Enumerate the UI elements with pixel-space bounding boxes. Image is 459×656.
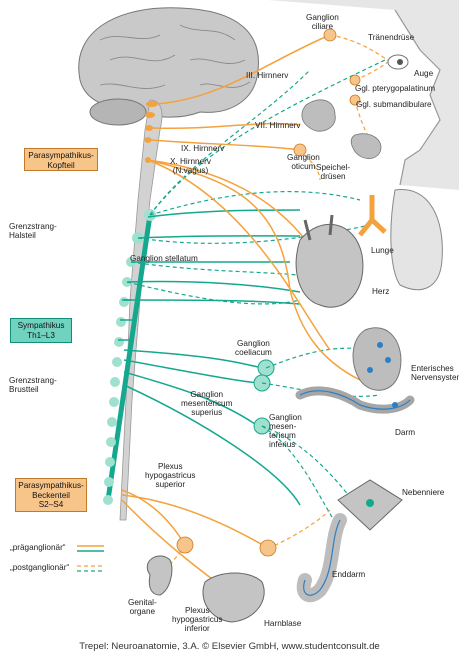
label-ggl-submandibulare: Ggl. submandibulare [356,100,432,109]
label-genitalorgane: Genital- organe [128,598,157,616]
eye-organ [388,55,408,69]
lung-organ [360,190,442,290]
legend-preganglionic: „präganglionär“ [10,543,66,552]
label-ganglion-oticum: Ganglion oticum [287,153,320,171]
genital-organs [147,556,172,595]
box-parasympathikus-beckenteil: Parasympathikus- Beckenteil S2–S4 [15,478,87,512]
brain [79,8,259,125]
label-enterisches-nervensystem: Enterisches Nervensystem [411,364,459,382]
label-nebenniere: Nebenniere [402,488,444,497]
rectum-organ [304,520,340,595]
label-traenendruese: Tränendrüse [368,33,414,42]
label-ganglion-ciliare: Ganglion ciliare [306,13,339,31]
box-parasympathikus-kopfteil: Parasympathikus- Kopfteil [24,148,98,171]
label-darm: Darm [395,428,415,437]
stomach-intestine [300,328,410,409]
label-ganglion-stellatum: Ganglion stellatum [130,254,198,263]
label-grenzstrang-brustteil: Grenzstrang- Brustteil [9,376,57,394]
label-hirnnerv-3: III. Hirnnerv [246,71,288,80]
label-ggl-pterygopalatinum: Ggl. pterygopalatinum [355,84,435,93]
label-grenzstrang-halsteil: Grenzstrang- Halsteil [9,222,57,240]
label-enddarm: Enddarm [332,570,365,579]
credit-line: Trepel: Neuroanatomie, 3.A. © Elsevier G… [0,641,459,652]
label-hirnnerv-7: VII. Hirnnerv [255,121,301,130]
label-lunge: Lunge [371,246,394,255]
label-harnblase: Harnblase [264,619,301,628]
box-sympathikus: Sympathikus Th1–L3 [10,318,72,343]
label-herz: Herz [372,287,389,296]
label-hirnnerv-10: X. Hirnnerv (N.vagus) [170,157,211,175]
label-speicheldruesen: Speichel- drüsen [316,163,350,181]
legend-lines [77,546,104,571]
label-plexus-hypogastricus-superior: Plexus hypogastricus superior [145,462,196,489]
label-plexus-hypogastricus-inferior: Plexus hypogastricus inferior [172,606,223,633]
legend-postganglionic: „postganglionär“ [10,563,69,572]
label-ganglion-coeliacum: Ganglion coeliacum [235,339,272,357]
label-ganglion-mesentericum-superius: Ganglion mesentericum superius [181,390,232,417]
label-hirnnerv-9: IX. Hirnnerv [181,144,224,153]
heart-organ [296,215,363,307]
adrenal-organ [338,480,402,530]
label-ganglion-mesentericum-inferius: Ganglion mesen- tericum inferius [269,413,302,449]
label-auge: Auge [414,69,433,78]
